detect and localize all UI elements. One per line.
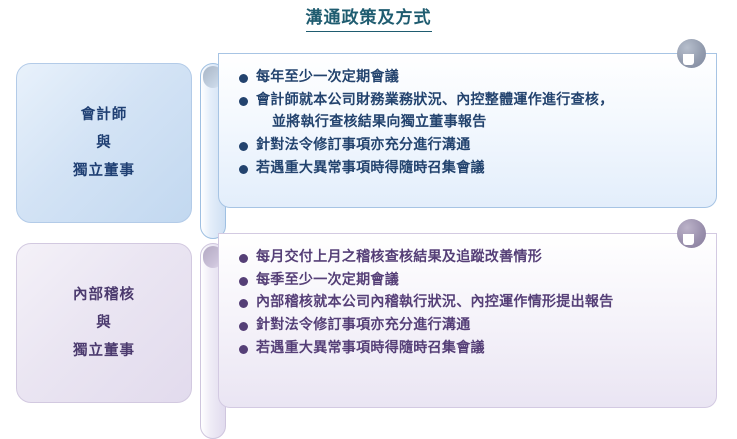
row-label-line-3: 獨立董事	[73, 163, 135, 180]
list-item: 每月交付上月之稽核查核結果及追蹤改善情形	[239, 246, 702, 269]
list-item-text: 若遇重大異常事項時得隨時召集會議	[256, 159, 485, 176]
row-label-line-1: 內部稽核	[73, 286, 135, 303]
pushpin-icon	[677, 39, 706, 68]
pushpin-notch-icon	[683, 234, 694, 245]
list-item-text: 每季至少一次定期會議	[256, 271, 399, 288]
bullet-list-accountant: 每年至少一次定期會議 會計師就本公司財務業務狀況、內控整體運作進行查核， 並將執…	[239, 66, 702, 179]
list-item-text: 會計師就本公司財務業務狀況、內控整體運作進行查核，	[256, 91, 614, 108]
list-item-text: 每年至少一次定期會議	[256, 69, 399, 85]
list-item-text: 內部稽核就本公司內稽執行狀況、內控運作情形提出報告	[256, 294, 614, 311]
list-item-text: 針對法令修訂事項亦充分進行溝通	[256, 317, 471, 334]
row-label-line-2: 與	[96, 314, 112, 331]
communication-row-internal-audit: 內部稽核 與 獨立董事 每月交付上月之稽核查核結果及追蹤改善情形 每季至少一次定…	[0, 219, 737, 439]
page-title: 溝通政策及方式	[305, 8, 432, 33]
bullet-list-internal-audit: 每月交付上月之稽核查核結果及追蹤改善情形 每季至少一次定期會議 內部稽核就本公司…	[239, 246, 702, 359]
list-item: 若遇重大異常事項時得隨時召集會議	[239, 337, 702, 360]
list-item: 每季至少一次定期會議	[239, 269, 702, 292]
row-label-card-internal-audit: 內部稽核 與 獨立董事	[16, 243, 192, 403]
list-item: 針對法令修訂事項亦充分進行溝通	[239, 314, 702, 337]
list-item-text: 針對法令修訂事項亦充分進行溝通	[256, 137, 471, 154]
scroll-sheet-internal-audit: 每月交付上月之稽核查核結果及追蹤改善情形 每季至少一次定期會議 內部稽核就本公司…	[218, 219, 717, 408]
list-item-continuation: 並將執行查核結果向獨立董事報告	[272, 114, 487, 131]
list-item: 每年至少一次定期會議	[239, 66, 702, 89]
scroll-panel-accountant: 每年至少一次定期會議 會計師就本公司財務業務狀況、內控整體運作進行查核， 並將執…	[200, 39, 717, 239]
communication-row-accountant: 會計師 與 獨立董事 每年至少一次定期會議 會計師就本公司財務業務狀況、內控整體…	[0, 39, 737, 239]
row-label-card-accountant: 會計師 與 獨立董事	[16, 63, 192, 223]
list-item: 內部稽核就本公司內稽執行狀況、內控運作情形提出報告	[239, 291, 702, 314]
list-item: 針對法令修訂事項亦充分進行溝通	[239, 134, 702, 157]
list-item-text: 每月交付上月之稽核查核結果及追蹤改善情形	[256, 249, 542, 265]
row-label-line-1: 會計師	[80, 106, 128, 123]
list-item: 會計師就本公司財務業務狀況、內控整體運作進行查核， 並將執行查核結果向獨立董事報…	[239, 89, 702, 134]
row-label-line-3: 獨立董事	[73, 343, 135, 360]
page-title-container: 溝通政策及方式	[0, 8, 737, 33]
pushpin-icon	[677, 219, 706, 248]
list-item: 若遇重大異常事項時得隨時召集會議	[239, 157, 702, 180]
row-label-line-2: 與	[96, 134, 112, 151]
scroll-panel-internal-audit: 每月交付上月之稽核查核結果及追蹤改善情形 每季至少一次定期會議 內部稽核就本公司…	[200, 219, 717, 439]
scroll-sheet-accountant: 每年至少一次定期會議 會計師就本公司財務業務狀況、內控整體運作進行查核， 並將執…	[218, 39, 717, 208]
pushpin-notch-icon	[683, 54, 694, 65]
list-item-text: 若遇重大異常事項時得隨時召集會議	[256, 339, 485, 356]
